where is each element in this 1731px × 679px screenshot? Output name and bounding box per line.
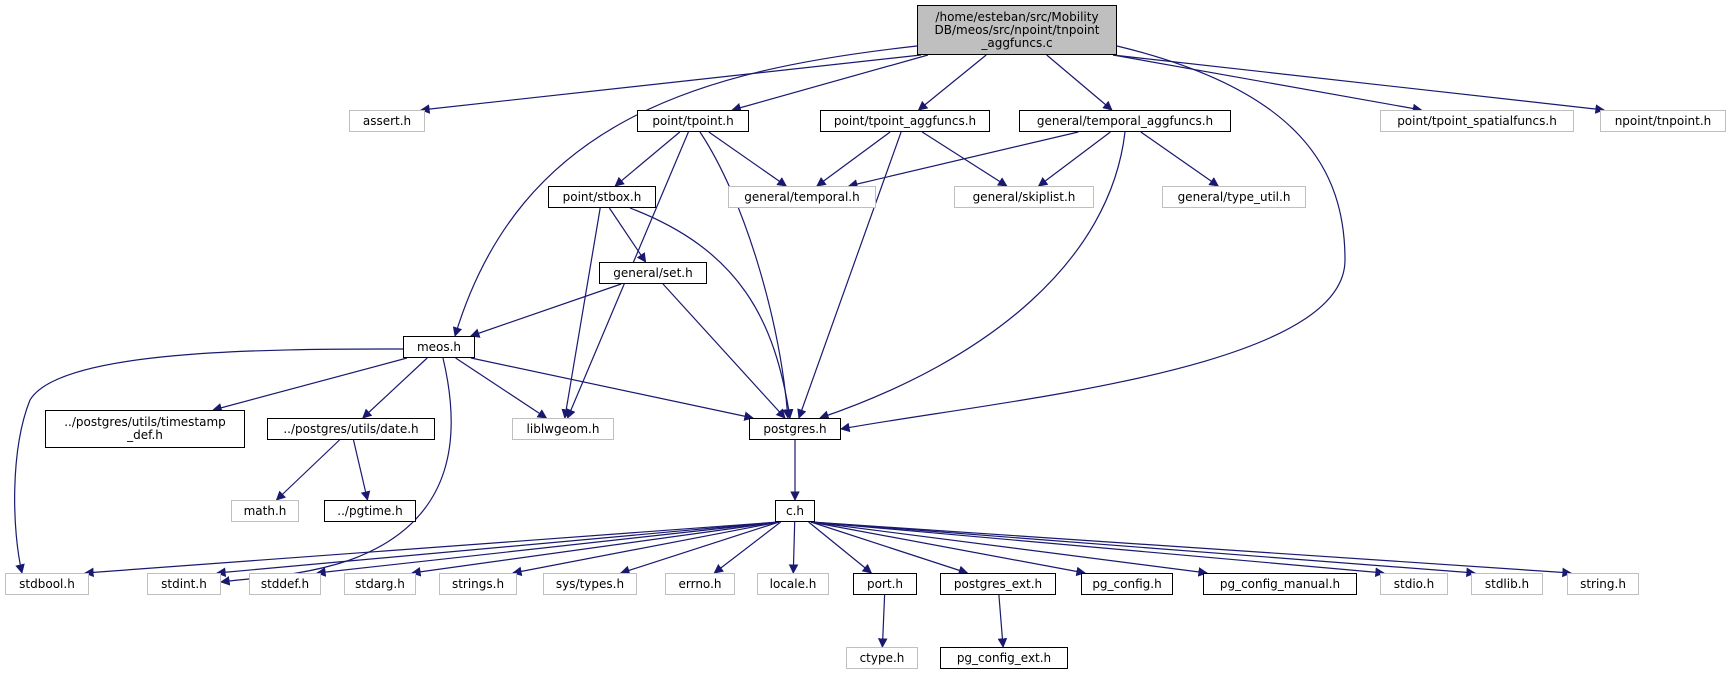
edge-c-to-string <box>810 521 1572 578</box>
node-type-util: general/type_util.h <box>1162 186 1306 208</box>
edge-root-to-postgres <box>840 45 1346 433</box>
edge-c-to-stdio <box>810 521 1385 578</box>
edge-c-to-port <box>808 521 873 574</box>
edge-c-to-systypes <box>619 521 780 575</box>
edge-date-to-pgtime <box>352 439 371 501</box>
edge-meos-to-liblwgeom <box>455 357 548 419</box>
edge-c-to-stdint <box>216 521 780 577</box>
edge-c-to-postgres_ext <box>810 521 969 575</box>
edge-temporal_aggfuncs-to-type_util <box>1140 131 1219 187</box>
edge-c-to-pg_config_manual <box>810 521 1208 577</box>
edge-stbox-to-set <box>608 207 647 263</box>
node-stdio: stdio.h <box>1380 573 1448 595</box>
node-locale: locale.h <box>757 573 829 595</box>
edge-meos-to-date <box>362 357 428 419</box>
edge-c-to-stddef <box>316 521 780 577</box>
node-pg-config[interactable]: pg_config.h <box>1081 573 1173 595</box>
node-c[interactable]: c.h <box>775 500 815 522</box>
edge-tpoint_aggfuncs-to-temporal <box>816 131 891 187</box>
node-strings: strings.h <box>439 573 517 595</box>
node-pg-config-manual[interactable]: pg_config_manual.h <box>1203 573 1357 595</box>
edge-root-to-temporal_aggfuncs <box>1046 54 1113 111</box>
node-temporal: general/temporal.h <box>728 186 876 208</box>
edge-c-to-stdarg <box>411 521 780 577</box>
node-string: string.h <box>1567 573 1639 595</box>
node-systypes: sys/types.h <box>543 573 637 595</box>
node-set[interactable]: general/set.h <box>599 262 707 284</box>
node-skiplist: general/skiplist.h <box>954 186 1094 208</box>
node-postgres[interactable]: postgres.h <box>749 418 841 440</box>
edge-meos-to-timestamp_def <box>212 357 408 413</box>
edge-root-to-tnpoint <box>1112 54 1605 114</box>
edge-stbox-to-liblwgeom <box>561 207 601 419</box>
edge-c-to-stdlib <box>810 521 1476 578</box>
node-liblwgeom: liblwgeom.h <box>512 418 614 440</box>
edge-meos-to-stdbool <box>14 348 404 574</box>
node-temporal-aggfuncs[interactable]: general/temporal_aggfuncs.h <box>1019 110 1231 132</box>
edge-set-to-meos <box>469 283 622 338</box>
edge-temporal_aggfuncs-to-temporal <box>847 131 1079 189</box>
edge-root-to-tpoint <box>731 54 929 113</box>
edge-c-to-locale <box>788 521 799 574</box>
node-tpoint-aggfuncs[interactable]: point/tpoint_aggfuncs.h <box>820 110 990 132</box>
edge-postgres_ext-to-pg_config_ext <box>997 594 1008 648</box>
node-pg-config-ext[interactable]: pg_config_ext.h <box>940 647 1068 669</box>
edge-tpoint_aggfuncs-to-postgres <box>797 131 902 419</box>
node-stddef: stddef.h <box>249 573 321 595</box>
edge-temporal_aggfuncs-to-postgres <box>819 131 1126 420</box>
edge-tpoint-to-stbox <box>614 131 681 187</box>
edge-c-to-strings <box>512 521 780 577</box>
edge-c-to-stdbool <box>84 521 780 578</box>
edge-c-to-pg_config <box>810 521 1086 577</box>
edge-root-to-meos <box>452 45 918 337</box>
node-date[interactable]: ../postgres/utils/date.h <box>267 418 435 440</box>
node-stdint: stdint.h <box>147 573 221 595</box>
edge-root-to-assert <box>420 54 922 114</box>
node-timestamp-def[interactable]: ../postgres/utils/timestamp _def.h <box>45 410 245 448</box>
node-tpoint[interactable]: point/tpoint.h <box>637 110 749 132</box>
node-tnpoint: npoint/tnpoint.h <box>1600 110 1726 132</box>
node-pgtime[interactable]: ../pgtime.h <box>324 500 416 522</box>
edge-set-to-postgres <box>662 283 786 419</box>
node-stdlib: stdlib.h <box>1471 573 1543 595</box>
node-assert: assert.h <box>349 110 425 132</box>
edge-c-to-errno <box>713 521 782 574</box>
node-stdbool: stdbool.h <box>5 573 89 595</box>
edge-tpoint-to-postgres <box>699 131 793 419</box>
edge-meos-to-postgres <box>470 357 754 421</box>
node-postgres-ext[interactable]: postgres_ext.h <box>940 573 1056 595</box>
node-tpoint-spatialfuncs: point/tpoint_spatialfuncs.h <box>1380 110 1574 132</box>
edge-tpoint-to-temporal <box>708 131 787 187</box>
edge-temporal_aggfuncs-to-skiplist <box>1037 131 1111 187</box>
edge-root-to-tpoint_aggfuncs <box>917 54 987 111</box>
node-port[interactable]: port.h <box>853 573 917 595</box>
edge-root-to-tpoint_spatialfuncs <box>1112 54 1423 114</box>
node-math: math.h <box>231 500 299 522</box>
node-errno: errno.h <box>665 573 735 595</box>
node-root[interactable]: /home/esteban/src/Mobility DB/meos/src/n… <box>917 5 1117 55</box>
node-stbox[interactable]: point/stbox.h <box>548 186 656 208</box>
node-stdarg: stdarg.h <box>344 573 416 595</box>
edge-port-to-ctype <box>877 594 888 648</box>
edge-date-to-math <box>275 439 340 501</box>
edge-stbox-to-postgres <box>629 207 794 419</box>
node-meos[interactable]: meos.h <box>403 336 475 358</box>
node-ctype: ctype.h <box>846 647 918 669</box>
